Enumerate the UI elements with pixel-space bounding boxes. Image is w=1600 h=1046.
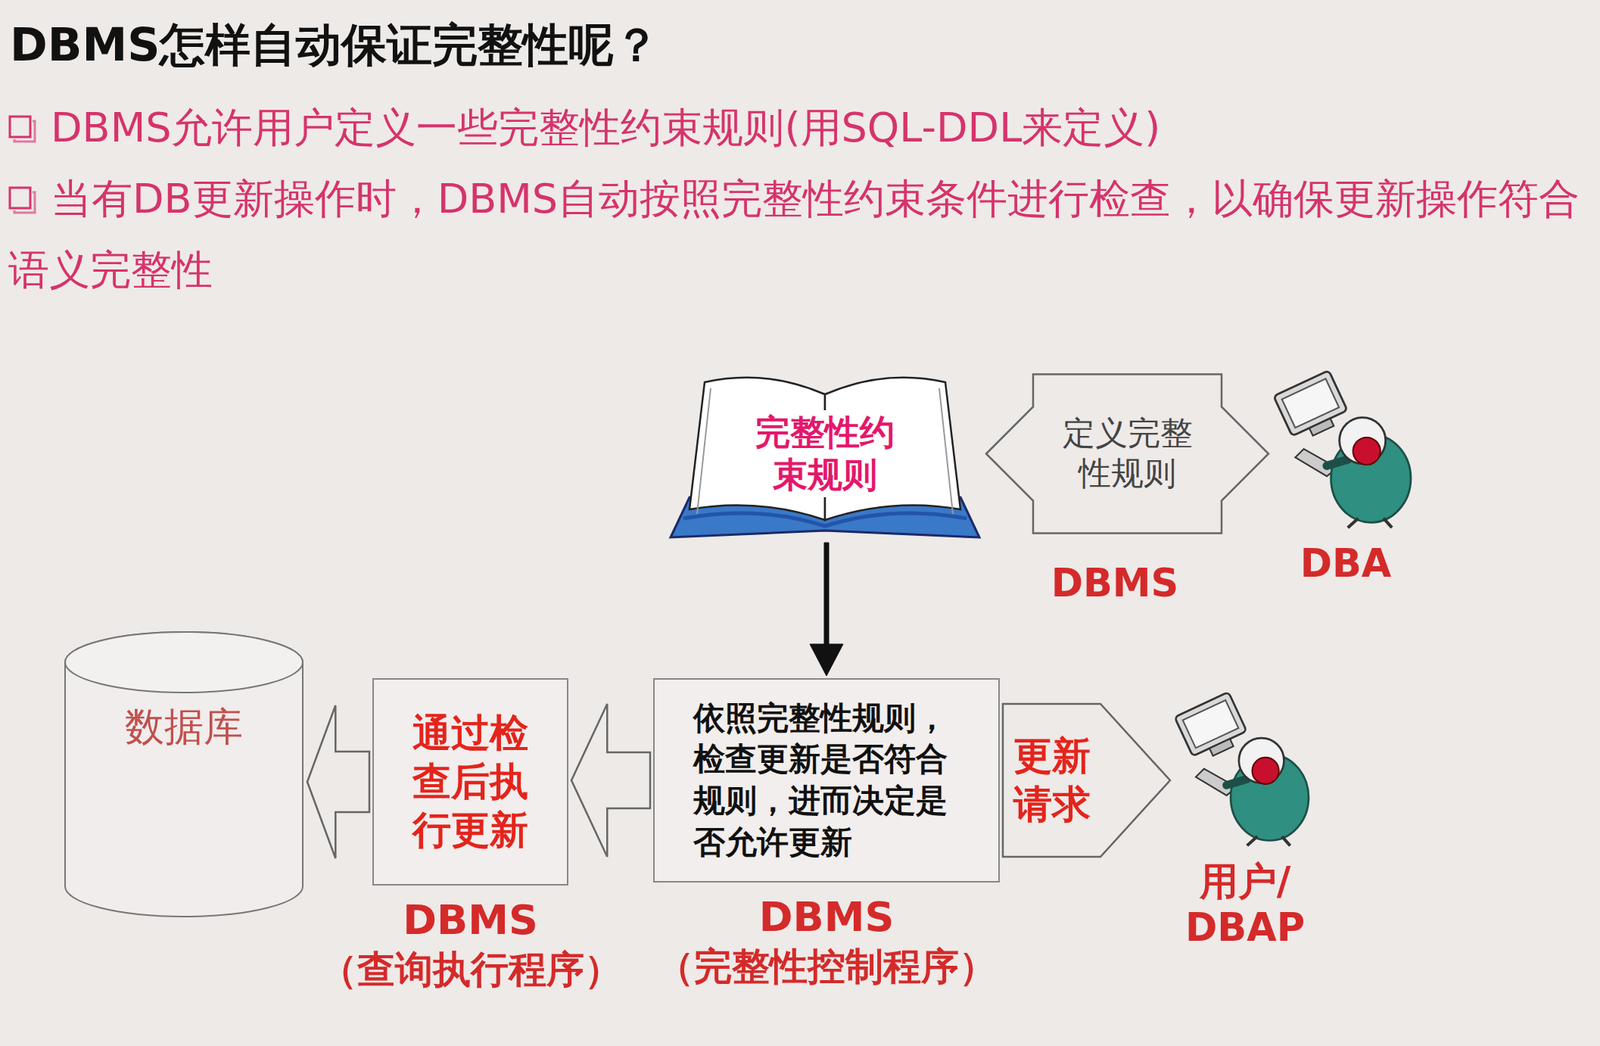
bullet-square <box>9 187 31 209</box>
book-title: 完整性约束规则 <box>747 410 903 497</box>
node-content <box>1173 688 1317 848</box>
check-box: 依照完整性规则，检查更新是否符合规则，进而决定是否允许更新DBMS（完整性控制程… <box>653 678 1000 883</box>
bullet-item: 当有DB更新操作时，DBMS自动按照完整性约束条件进行检查，以确保更新操作符合语… <box>8 163 1592 306</box>
arrow-label: 更新请求 <box>1008 731 1094 829</box>
box-text: 依照完整性规则，检查更新是否符合规则，进而决定是否允许更新 <box>693 697 961 863</box>
module-role: （完整性控制程序） <box>656 943 997 991</box>
arm <box>1326 459 1348 466</box>
node-content: 完整性约束规则 <box>666 367 984 541</box>
cylinder-top <box>65 631 303 693</box>
caption-group: DBA <box>1300 540 1392 587</box>
bullet-marker <box>8 186 38 215</box>
caption-group: DBMS（完整性控制程序） <box>656 891 997 990</box>
rule-book: 完整性约束规则 <box>666 367 984 541</box>
update-request-arrow <box>1002 703 1171 857</box>
node-content <box>1271 367 1420 530</box>
bullet-shadow <box>14 192 35 213</box>
cyl-shape <box>63 630 305 919</box>
define-rules-arrow <box>986 374 1269 534</box>
cylinder-body <box>65 631 303 917</box>
box-text: 通过检查后执行更新 <box>408 709 533 854</box>
execute-arrow <box>307 705 370 859</box>
bullet-marker <box>8 115 38 144</box>
actor-name: DBA <box>1300 540 1392 587</box>
legs <box>1247 836 1291 846</box>
database-name: 数据库 <box>124 703 243 751</box>
user-figure: 用户/ DBAP <box>1173 688 1317 848</box>
pass-check-arrow <box>571 703 651 857</box>
module-name: DBMS <box>1051 560 1180 607</box>
page-stack <box>697 388 953 514</box>
node-content: 通过检查后执行更新 <box>373 679 567 885</box>
slide-title: DBMS怎样自动保证完整性呢？ <box>9 18 660 72</box>
database-cylinder: 数据库 <box>63 630 305 919</box>
bullet-square <box>9 116 31 137</box>
monitor <box>1273 370 1348 436</box>
bullet-text: 当有DB更新操作时，DBMS自动按照完整性约束条件进行检查，以确保更新操作符合语… <box>8 174 1580 294</box>
module-name: DBMS <box>402 894 539 947</box>
node-content: 依照完整性规则，检查更新是否符合规则，进而决定是否允许更新 <box>654 679 999 881</box>
bullet-shadow <box>14 121 35 142</box>
legs <box>1347 518 1392 528</box>
person-shape <box>1173 688 1317 848</box>
arm <box>1226 778 1248 785</box>
node-content: 数据库 <box>63 630 305 919</box>
arrow-label: 定义完整性规则 <box>1058 413 1196 495</box>
caption-group: DBMS（查询执行程序） <box>319 894 623 993</box>
monitor <box>1174 691 1247 757</box>
bullet-item: DBMS允许用户定义一些完整性约束规则(用SQL-DDL来定义) <box>8 92 1592 164</box>
module-name: DBMS <box>759 891 895 944</box>
person-shape <box>1271 367 1420 530</box>
bullet-text: DBMS允许用户定义一些完整性约束规则(用SQL-DDL来定义) <box>50 103 1161 152</box>
actor-name: 用户/ DBAP <box>1179 858 1311 951</box>
dba-figure: DBA <box>1271 367 1420 530</box>
monitor-stand <box>1209 738 1234 756</box>
monitor-stand <box>1309 418 1334 436</box>
execute-box: 通过检查后执行更新DBMS（查询执行程序） <box>372 678 569 886</box>
caption-group: 用户/ DBAP <box>1179 858 1311 951</box>
red-mark <box>1353 437 1381 465</box>
rules-arrow <box>809 542 844 676</box>
red-mark <box>1251 757 1279 785</box>
module-role: （查询执行程序） <box>319 946 623 994</box>
